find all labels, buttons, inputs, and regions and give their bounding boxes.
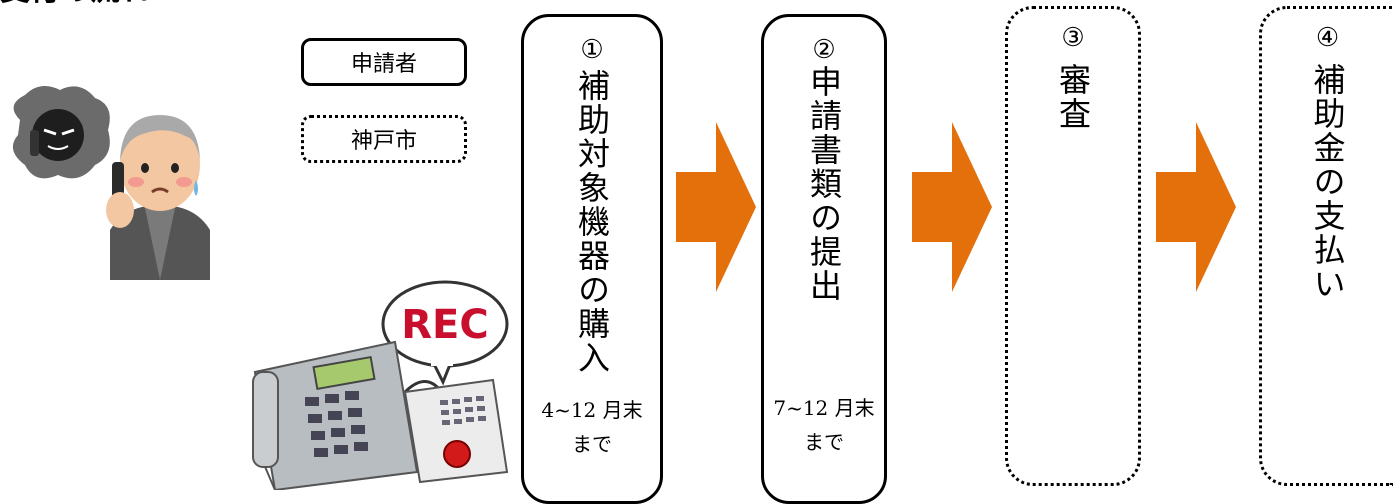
rec-label: REC (401, 302, 488, 348)
step-label: 補助金の支払い (1308, 63, 1347, 301)
step-period: 4~12 月末 まで (541, 398, 643, 456)
step-1-purchase: ① 補助対象機器の購入 4~12 月末 まで (521, 14, 663, 504)
step-2-submit-application: ② 申請書類の提出 7~12 月末 まで (761, 14, 887, 504)
flow-arrow-icon (676, 122, 756, 292)
scam-call-caller-illustration (12, 86, 210, 280)
step-number: ③ (1061, 23, 1085, 53)
flow-arrow-icon (1156, 122, 1236, 292)
step-number: ② (812, 35, 836, 65)
step-label: 審査 (1054, 63, 1092, 131)
legend-city: 神戸市 (301, 115, 467, 163)
step-3-review: ③ 審査 (1005, 6, 1141, 486)
legend-applicant: 申請者 (301, 38, 467, 86)
step-number: ① (580, 35, 604, 65)
step-label: 補助対象機器の購入 (573, 69, 611, 375)
step-number: ④ (1315, 23, 1340, 53)
step-4-payment: ④ 補助金の支払い (1259, 6, 1393, 486)
flow-arrow-icon (912, 122, 992, 292)
step-period: 7~12 月末 まで (773, 396, 875, 454)
recording-telephone-illustration: REC (252, 280, 509, 490)
step-label: 申請書類の提出 (805, 65, 843, 303)
page-title: 受付の流れ (0, 0, 150, 8)
